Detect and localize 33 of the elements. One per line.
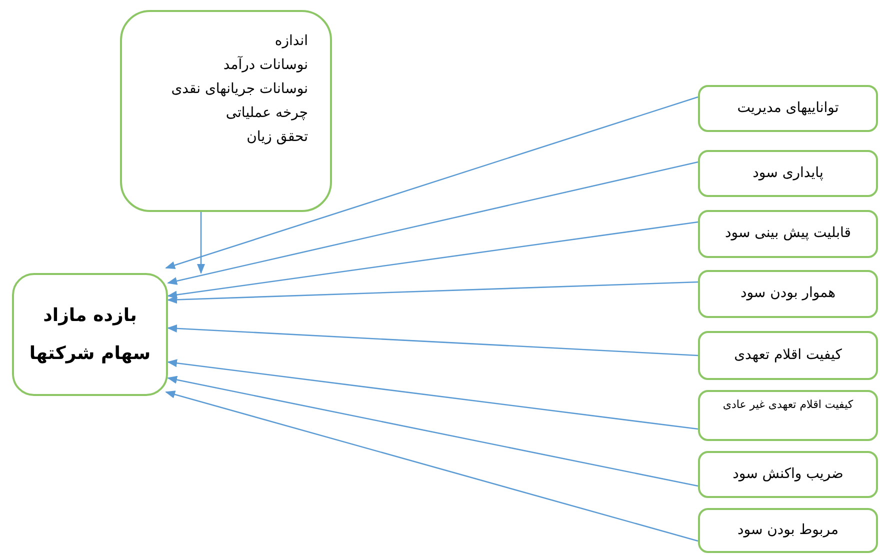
list-item: تحقق زیان [246,128,308,146]
box-label: ضریب واکنش سود [732,466,844,484]
arrow [167,376,698,487]
factor-box [698,508,878,553]
factor-box [698,451,878,498]
list-item: نوسانات درآمد [223,56,308,74]
list-item: اندازه [274,32,308,50]
arrow [197,212,205,274]
factor-box [698,85,878,132]
box-label: تواناییهای مدیریت [737,100,839,118]
arrow [167,221,698,299]
box-label: کیفیت اقلام تعهدی [734,346,842,364]
arrow [165,96,698,270]
dependent-variable-box [12,273,168,396]
box-label: بازده مازاد سهام شرکتها [28,304,152,366]
arrow [165,390,698,542]
factor-box [698,210,878,258]
factor-box [698,390,878,441]
box-label: قابلیت پیش بینی سود [725,225,851,243]
arrow [167,281,698,304]
factor-box [698,270,878,318]
box-label: پایداری سود [752,164,824,182]
arrow [167,324,698,356]
arrow [167,161,698,285]
factor-box [698,150,878,197]
list-item: نوسانات جریانهای نقدی [171,80,308,98]
box-label: کیفیت اقلام تعهدی غیر عادی [722,398,854,412]
factor-box [698,331,878,380]
box-label: هموار بودن سود [740,285,836,303]
arrow [167,359,698,430]
factor-list-box [120,10,332,212]
list-item: چرخه عملیاتی [226,104,308,122]
box-label: مربوط بودن سود [737,522,839,540]
